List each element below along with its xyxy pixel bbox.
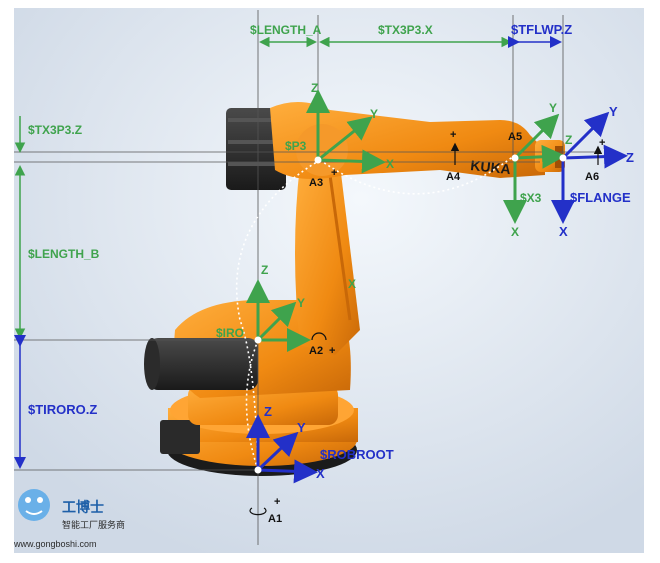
axis-a1-label: A1	[268, 513, 282, 525]
p3-origin	[314, 156, 322, 164]
motion-arcs	[236, 154, 516, 471]
robroot-origin	[254, 466, 262, 474]
iro-frame-label: $IRO	[216, 326, 244, 340]
axis-a6-label: A6	[585, 171, 599, 183]
p3-frame	[306, 89, 386, 174]
robroot-frame-label: $ROBROOT	[320, 447, 394, 462]
a1-motor	[144, 338, 258, 390]
x3-origin	[511, 154, 519, 162]
x3-x-label: X	[511, 225, 519, 239]
p3-frame-label: $P3	[285, 139, 307, 153]
tflwp-z-label: $TFLWP.Z	[511, 22, 572, 37]
iro-frame	[246, 279, 311, 352]
iro-y-label: Y	[297, 296, 305, 310]
robroot-z-label: Z	[264, 404, 272, 419]
flange-y-label: Y	[609, 104, 618, 119]
robroot-frame	[246, 414, 318, 484]
axis-a5-label: A5	[508, 131, 522, 143]
p3-y-label: Y	[370, 107, 378, 121]
dimension-arrows	[14, 36, 512, 339]
watermark-logo	[18, 489, 50, 521]
watermark-slogan: 智能工厂服务商	[62, 519, 125, 530]
x3-frame	[503, 113, 566, 224]
x3-y-label: Y	[549, 101, 557, 115]
rotation-indicators	[249, 142, 603, 516]
flange-frame	[551, 111, 628, 224]
mascot-icon	[18, 489, 50, 521]
length-a-label: $LENGTH_A	[250, 23, 322, 37]
a4-plus: +	[450, 129, 456, 141]
a2-plus: +	[329, 345, 335, 357]
axis-a4-label: A4	[446, 171, 461, 183]
a3-gearbox	[226, 108, 286, 190]
tiroro-z-label: $TIRORO.Z	[28, 402, 97, 417]
robot-link-arm	[295, 165, 360, 355]
axis-a2-label: A2	[309, 345, 323, 357]
length-b-label: $LENGTH_B	[28, 247, 100, 261]
link-x-label: X	[348, 277, 356, 291]
x3-z-label: Z	[565, 133, 572, 147]
flange-z-label: Z	[626, 150, 634, 165]
axis-a3-label: A3	[309, 177, 323, 189]
flange-origin	[559, 154, 567, 162]
watermark-brand: 工博士	[62, 499, 104, 515]
a6-plus: +	[599, 137, 605, 149]
iro-z-label: Z	[261, 263, 268, 277]
p3-x-label: X	[386, 157, 394, 171]
robroot-y-label: Y	[297, 420, 306, 435]
flange-x-label: X	[559, 224, 568, 239]
flange-frame-label: $FLANGE	[570, 190, 631, 205]
a3-plus: +	[331, 167, 337, 179]
iro-origin	[254, 336, 262, 344]
tx3p3-x-label: $TX3P3.X	[378, 23, 433, 37]
robroot-x-label: X	[316, 466, 325, 481]
dimension-arrows-blue	[14, 36, 562, 469]
p3-z-label: Z	[311, 81, 318, 95]
a1-plus: +	[274, 496, 280, 508]
watermark-url: www.gongboshi.com	[13, 539, 97, 549]
x3-frame-label: $X3	[520, 191, 542, 205]
tx3p3-z-label: $TX3P3.Z	[28, 123, 82, 137]
